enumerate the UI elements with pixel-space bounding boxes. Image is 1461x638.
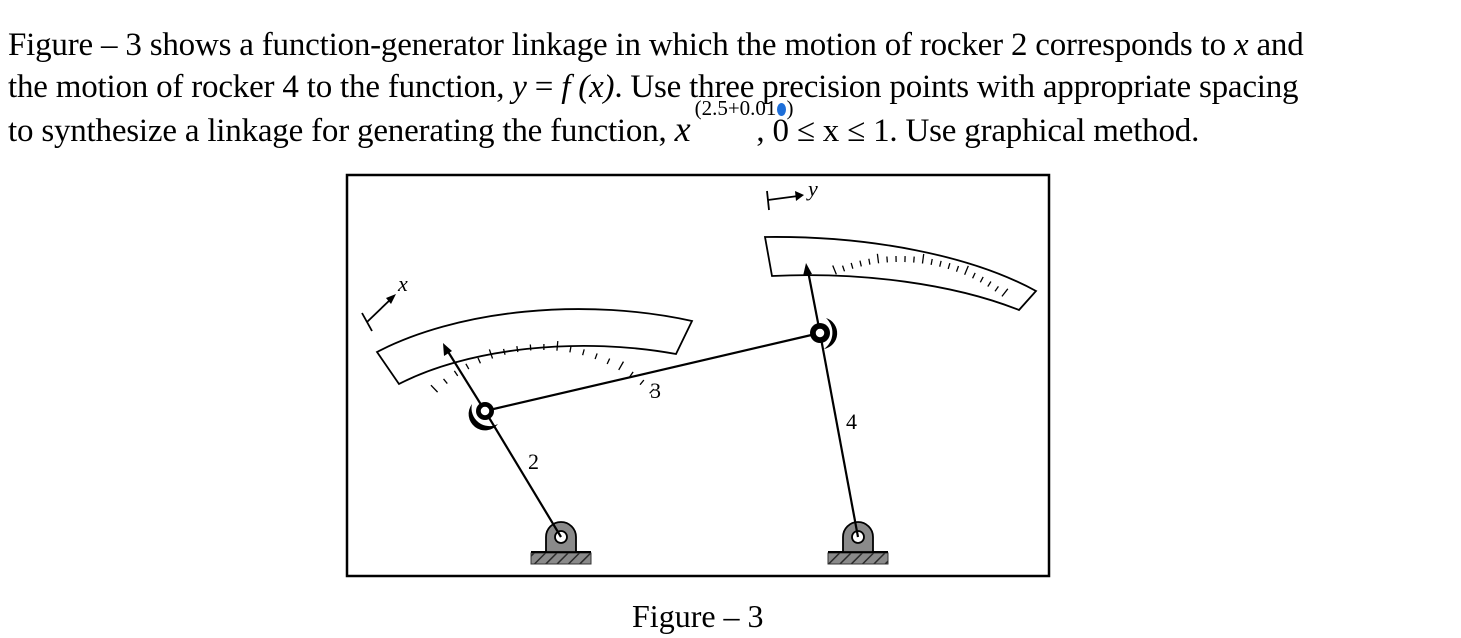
pointer-4-arrowhead bbox=[803, 263, 812, 276]
link-2-pointer bbox=[446, 349, 486, 412]
link-4-label: 4 bbox=[846, 409, 857, 434]
scale-tick bbox=[556, 341, 559, 351]
input-direction-indicator bbox=[361, 294, 396, 332]
output-variable-label: y bbox=[806, 176, 818, 201]
problem-line-2: the motion of rocker 4 to the function, … bbox=[8, 69, 1299, 105]
problem-statement: Figure – 3 shows a function-generator li… bbox=[8, 24, 1453, 152]
problem-line-1: Figure – 3 shows a function-generator li… bbox=[8, 27, 1304, 63]
function-expression: x(2.5+0.01) bbox=[675, 96, 794, 150]
link-4-pointer bbox=[806, 270, 822, 334]
link-3 bbox=[484, 331, 821, 413]
scale-tick bbox=[868, 258, 871, 265]
scale-tick bbox=[955, 265, 960, 272]
ink-mark bbox=[777, 103, 787, 116]
joint-2-3 bbox=[479, 405, 491, 417]
scale-tick bbox=[994, 286, 999, 292]
scale-tick bbox=[516, 346, 519, 353]
scale-tick bbox=[876, 253, 880, 264]
input-variable-label: x bbox=[397, 271, 408, 296]
output-direction-indicator bbox=[766, 190, 804, 211]
scale-tick bbox=[939, 260, 942, 267]
joint-3-4-body bbox=[824, 318, 838, 349]
scale-tick bbox=[477, 357, 482, 364]
scale-tick bbox=[629, 371, 634, 378]
scale-tick bbox=[502, 348, 506, 355]
scale-tick bbox=[921, 253, 925, 264]
link-2-label: 2 bbox=[528, 449, 539, 474]
scale-tick bbox=[947, 263, 951, 270]
pointer-2-arrowhead bbox=[443, 343, 452, 356]
scale-tick bbox=[1001, 288, 1009, 297]
scale-tick bbox=[841, 265, 846, 272]
scale-tick bbox=[850, 262, 854, 269]
figure-frame bbox=[345, 173, 1051, 578]
scale-tick bbox=[488, 349, 494, 359]
scale-tick bbox=[618, 361, 625, 371]
output-scale-ticks bbox=[832, 253, 1009, 297]
scale-tick bbox=[582, 349, 585, 356]
link-3-label: 3 bbox=[650, 378, 661, 403]
link-2-lower bbox=[484, 410, 562, 538]
joint-3-4 bbox=[814, 327, 826, 339]
input-scale-arc bbox=[375, 308, 694, 386]
scale-tick bbox=[453, 370, 459, 377]
scale-tick bbox=[987, 281, 992, 287]
scale-tick bbox=[832, 265, 837, 275]
scale-tick bbox=[443, 378, 448, 384]
scale-tick bbox=[569, 346, 572, 353]
problem-line-3: to synthesize a linkage for generating t… bbox=[8, 96, 1199, 149]
scale-tick bbox=[606, 358, 611, 365]
scale-tick bbox=[859, 260, 862, 267]
scale-tick bbox=[465, 363, 470, 370]
function-exponent: (2.5+0.01) bbox=[694, 96, 794, 120]
figure-caption: Figure – 3 bbox=[632, 598, 764, 634]
scale-tick bbox=[639, 379, 645, 386]
scale-tick bbox=[430, 384, 439, 393]
scale-tick bbox=[979, 276, 984, 283]
input-scale-ticks bbox=[430, 341, 655, 394]
scale-tick bbox=[594, 353, 598, 360]
ground-pivot-2 bbox=[530, 521, 592, 565]
ground-pivot-4 bbox=[827, 521, 889, 565]
scale-tick bbox=[930, 258, 933, 265]
scale-tick bbox=[649, 388, 655, 394]
scale-tick bbox=[964, 265, 969, 276]
scale-tick bbox=[971, 272, 976, 279]
output-scale-arc bbox=[763, 236, 1038, 312]
link-4 bbox=[818, 332, 860, 538]
joint-2-3-body bbox=[468, 404, 498, 431]
